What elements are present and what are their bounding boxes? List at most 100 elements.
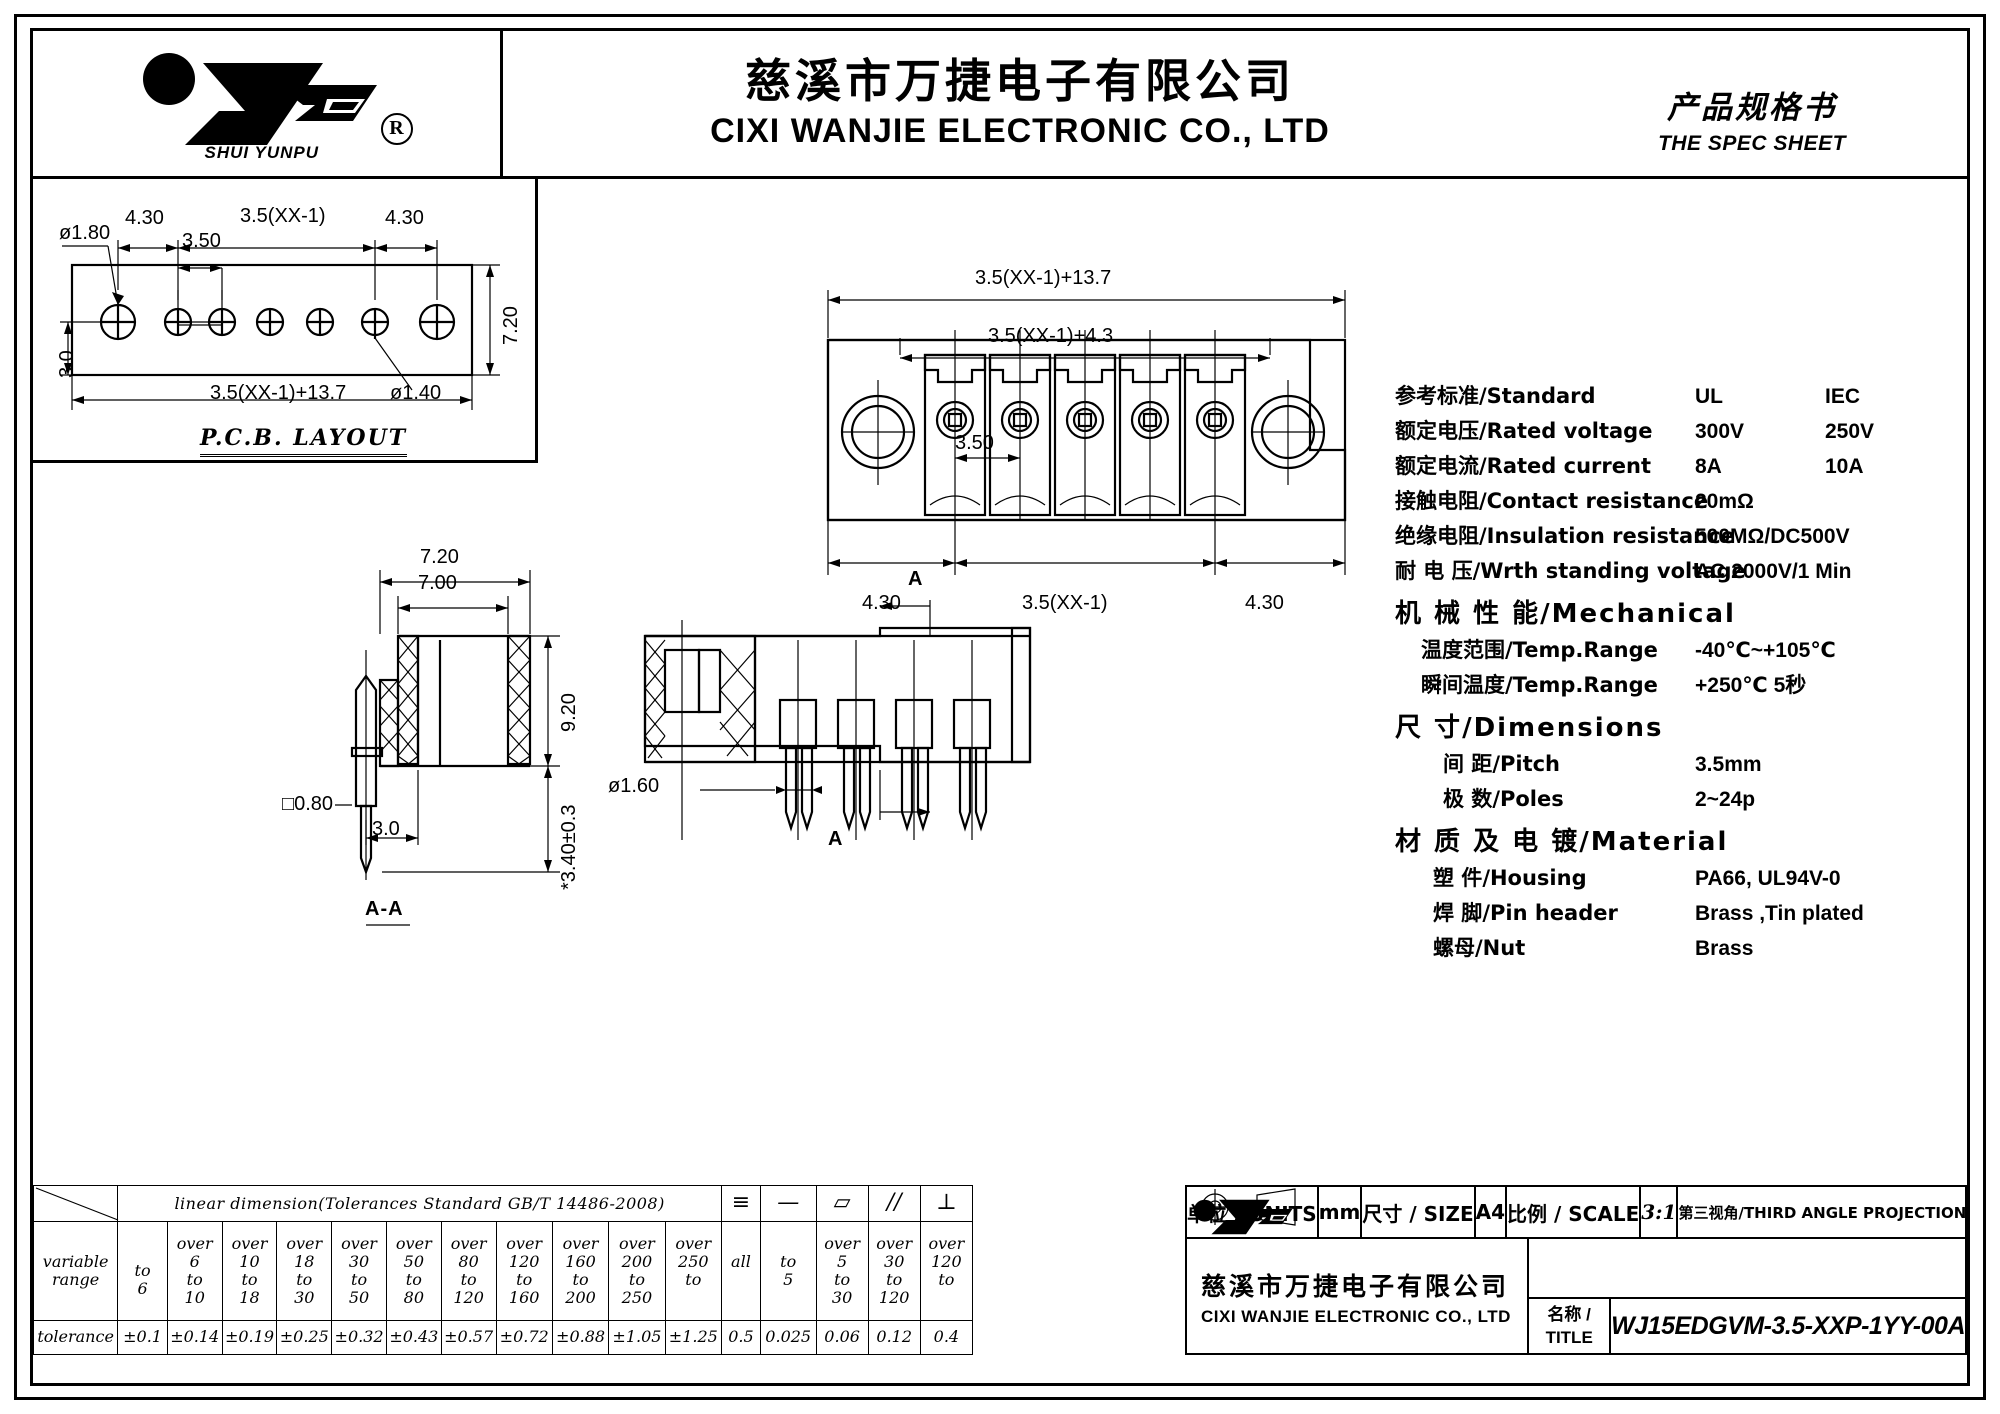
tolerance-value-cell: 0.06: [815, 1319, 869, 1356]
spec-label-cn: 参考标准: [1395, 384, 1479, 408]
tolerance-range-line: to: [628, 1269, 645, 1289]
spec-label-contact-resistance: 接触电阻/Contact resistance: [1395, 489, 1709, 513]
registered-trademark-icon: R: [380, 112, 413, 145]
tolerance-range-line: 120: [931, 1252, 962, 1272]
spec-row-pitch: 间 距/Pitch 3.5mm: [1395, 748, 1955, 778]
tolerance-range-line: to: [405, 1269, 422, 1289]
tolerance-table: linear dimension(Tolerances Standard GB/…: [32, 1184, 974, 1356]
tolerance-range-line: all: [731, 1252, 751, 1272]
tolerance-range-line: over: [824, 1234, 860, 1254]
logo-mark-icon: [142, 52, 377, 145]
tolerance-range-line: over: [450, 1234, 487, 1254]
spec-label-nut: 螺母/Nut: [1433, 936, 1526, 960]
spec-label-cn: 额定电流: [1395, 454, 1479, 478]
tolerance-range-line: to: [886, 1269, 903, 1289]
front-dim-right: 4.30: [1245, 592, 1284, 614]
tolerance-range-line: [722, 1235, 760, 1253]
spec-value-ul: 300V: [1695, 420, 1745, 443]
tolerance-range-line: over: [506, 1234, 543, 1254]
spec-value-iec: IEC: [1825, 385, 1861, 408]
tolerance-range-line: to: [834, 1269, 851, 1289]
spec-value-withstanding-voltage: AC 2000V/1 Min: [1695, 560, 1852, 583]
tolerance-range-line: [761, 1235, 816, 1253]
pcb-dim-pitch: 3.50: [182, 230, 221, 252]
variable-range-line2: range: [52, 1269, 100, 1289]
title-block-company-cn: 慈溪市万捷电子有限公司: [1201, 1271, 1510, 1301]
spec-label-insulation-resistance: 绝缘电阻/Insulation resistance: [1395, 524, 1735, 548]
variable-range-label: variable range: [32, 1221, 119, 1321]
symbol-straightness-icon: —: [759, 1184, 817, 1223]
tolerance-value-cell: 0.4: [919, 1319, 974, 1356]
side-view-cut-label-top: A: [908, 568, 923, 590]
spec-label-en: Pitch: [1499, 752, 1561, 776]
section-dim-pin-offset: 3.0: [372, 818, 400, 840]
tolerance-range-line: over: [286, 1234, 323, 1254]
tolerance-range-line: 30: [348, 1252, 370, 1272]
section-view-label: A-A: [365, 898, 404, 920]
document-type-en: THE SPEC SHEET: [1658, 131, 1846, 155]
pcb-dim-total: 3.5(XX-1)+13.7: [210, 382, 347, 404]
title-block-company: 慈溪市万捷电子有限公司 CIXI WANJIE ELECTRONIC CO., …: [1187, 1199, 1530, 1354]
spec-label-rated-voltage: 额定电压/Rated voltage: [1395, 419, 1653, 443]
spec-row-nut: 螺母/Nut Brass: [1395, 932, 1955, 962]
tolerance-range-line: 120: [878, 1287, 910, 1307]
side-dim-hole: ø1.60: [608, 775, 660, 797]
spec-value-ul: UL: [1695, 385, 1723, 408]
spec-row-temp-range: 温度范围/Temp.Range -40℃~+105℃: [1395, 634, 1955, 664]
tolerance-range-line: to: [780, 1252, 797, 1272]
tolerance-range-line: over: [231, 1234, 268, 1254]
pcb-layout-caption: P.C.B. LAYOUT: [200, 425, 408, 457]
tolerance-range-cell: all: [721, 1221, 761, 1321]
tolerance-range-line: [666, 1289, 721, 1307]
tolerance-value-cell: 0.025: [759, 1319, 817, 1356]
tolerance-value-cell: ±0.88: [551, 1319, 610, 1356]
title-label-cn: 名称 /: [1547, 1304, 1591, 1324]
spec-value-housing: PA66, UL94V-0: [1695, 867, 1841, 890]
tolerance-range-line: [722, 1289, 760, 1307]
units-value: mm: [1319, 1187, 1363, 1237]
tolerance-range-line: 5: [783, 1269, 794, 1289]
spec-row-instant-temp: 瞬间温度/Temp.Range +250℃ 5秒: [1395, 669, 1955, 699]
spec-label-cn: 瞬间温度: [1421, 673, 1505, 697]
spec-value-ul: 8A: [1695, 455, 1722, 478]
spec-value-pin-header: Brass ,Tin plated: [1695, 902, 1864, 925]
tolerance-range-line: 30: [884, 1252, 905, 1272]
variable-range-line1: variable: [42, 1252, 109, 1272]
spec-label-cn: 极 数: [1443, 787, 1493, 811]
tolerance-range-line: 10: [239, 1252, 260, 1272]
tolerance-value-cell: ±0.14: [166, 1319, 223, 1356]
side-view-cut-label-bottom: A: [828, 828, 843, 850]
symbol-parallelogram-icon: ▱: [815, 1184, 869, 1223]
spec-label-cn: 螺母: [1433, 936, 1475, 960]
tolerance-range-line: to: [296, 1269, 313, 1289]
front-dim-mid: 3.5(XX-1): [1022, 592, 1108, 614]
spec-label-en: Temp.Range: [1512, 638, 1658, 662]
spec-row-housing: 塑 件/Housing PA66, UL94V-0: [1395, 862, 1955, 892]
spec-row-poles: 极 数/Poles 2~24p: [1395, 783, 1955, 813]
spec-value-instant-temp: +250℃ 5秒: [1695, 674, 1807, 697]
spec-value-temp-range: -40℃~+105℃: [1695, 639, 1836, 662]
tolerance-range-line: 250: [621, 1287, 653, 1307]
spec-heading-material: 材 质 及 电 镀/Material: [1395, 827, 1729, 857]
spec-label-cn: 间 距: [1443, 752, 1493, 776]
corner-diagonal-icon: [35, 1187, 119, 1221]
spec-label-en: Housing: [1489, 866, 1587, 890]
spec-label-en: Rated current: [1486, 454, 1651, 478]
spec-row-contact-resistance: 接触电阻/Contact resistance 20mΩ: [1395, 485, 1955, 515]
spec-heading-en: Material: [1590, 827, 1729, 857]
symbol-parallel-icon: //: [867, 1184, 921, 1223]
tolerance-table-tolerance-row: tolerance ±0.1±0.14±0.19±0.25±0.32±0.43±…: [32, 1319, 974, 1356]
tolerance-range-line: 250: [678, 1252, 709, 1272]
drawing-frame-inner: [30, 28, 1970, 1386]
tolerance-range-line: 120: [508, 1252, 540, 1272]
spec-label-rated-current: 额定电流/Rated current: [1395, 454, 1651, 478]
pcb-dim-right-edge: 4.30: [385, 207, 424, 229]
tolerance-value-cell: ±0.19: [221, 1319, 278, 1356]
tolerance-range-line: [722, 1271, 760, 1289]
